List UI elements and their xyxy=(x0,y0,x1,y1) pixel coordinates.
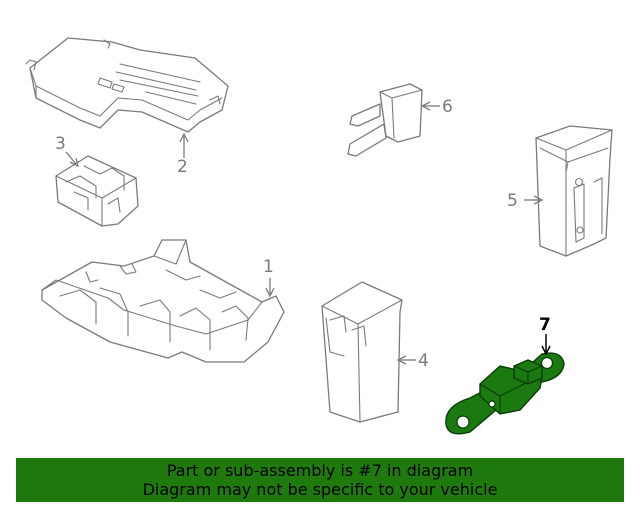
callout-2-label: 2 xyxy=(177,157,188,177)
parts-diagram: 2 3 1 6 xyxy=(25,37,613,435)
banner-line-1: Part or sub-assembly is #7 in diagram xyxy=(166,461,474,480)
callout-7: 7 xyxy=(539,315,551,356)
part-3-relay-block[interactable] xyxy=(55,155,139,227)
callout-1-label: 1 xyxy=(263,257,274,277)
info-banner: Part or sub-assembly is #7 in diagram Di… xyxy=(16,458,624,502)
callout-4: 4 xyxy=(396,351,429,371)
callout-2: 2 xyxy=(177,132,189,177)
callout-1: 1 xyxy=(263,257,275,298)
part-2-fuse-box-cover[interactable] xyxy=(25,37,229,133)
part-1-fuse-box-housing[interactable] xyxy=(41,239,285,363)
part-7-fuse-highlighted[interactable] xyxy=(445,352,565,435)
callout-5: 5 xyxy=(507,191,544,211)
callout-3: 3 xyxy=(55,134,79,168)
part-5-relay[interactable] xyxy=(535,125,613,257)
part-4-cartridge-fuse[interactable] xyxy=(321,281,403,423)
callout-7-label: 7 xyxy=(539,315,551,335)
banner-line-2: Diagram may not be specific to your vehi… xyxy=(142,480,498,499)
callout-3-label: 3 xyxy=(55,134,66,154)
callout-4-label: 4 xyxy=(418,351,429,371)
callout-6: 6 xyxy=(420,97,453,117)
callout-5-label: 5 xyxy=(507,191,518,211)
part-6-fuse-puller[interactable] xyxy=(347,83,423,157)
callout-6-label: 6 xyxy=(442,97,453,117)
